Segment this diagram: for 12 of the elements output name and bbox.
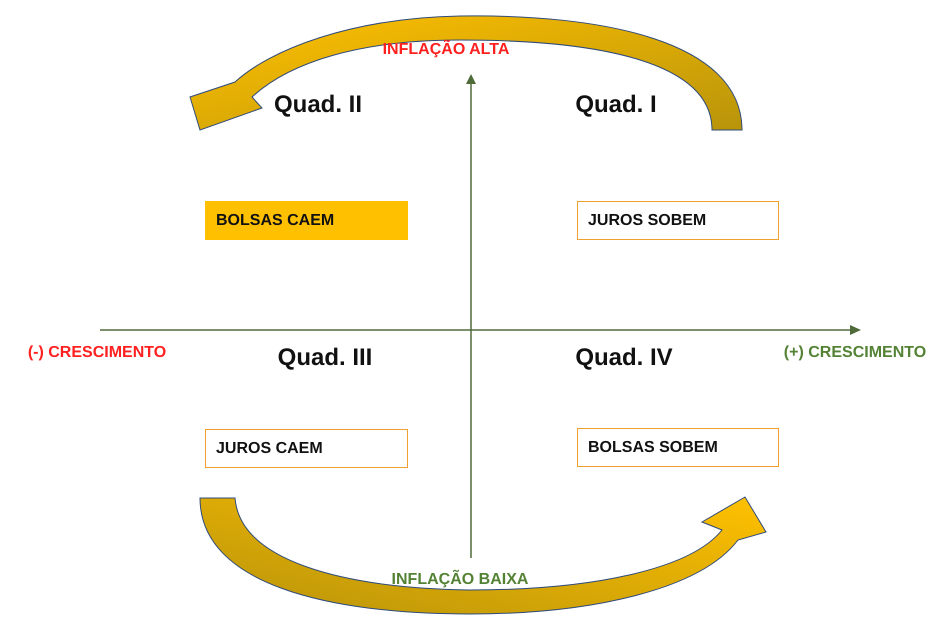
text-box: BOLSAS CAEM — [205, 201, 408, 240]
quadrant-label: Quad. IV — [575, 344, 673, 372]
axis-label: (+) CRESCIMENTO — [784, 344, 926, 362]
text-box: JUROS SOBEM — [577, 201, 779, 240]
axis-label: INFLAÇÃO BAIXA — [392, 571, 528, 589]
axis-label: INFLAÇÃO ALTA — [382, 41, 510, 59]
quadrant-label: Quad. III — [278, 344, 372, 372]
text-box: JUROS CAEM — [205, 429, 408, 468]
quadrant-label: Quad. II — [274, 91, 362, 119]
axis-label: (-) CRESCIMENTO — [28, 344, 166, 362]
text-box: BOLSAS SOBEM — [577, 428, 779, 467]
quadrant-label: Quad. I — [575, 91, 657, 119]
